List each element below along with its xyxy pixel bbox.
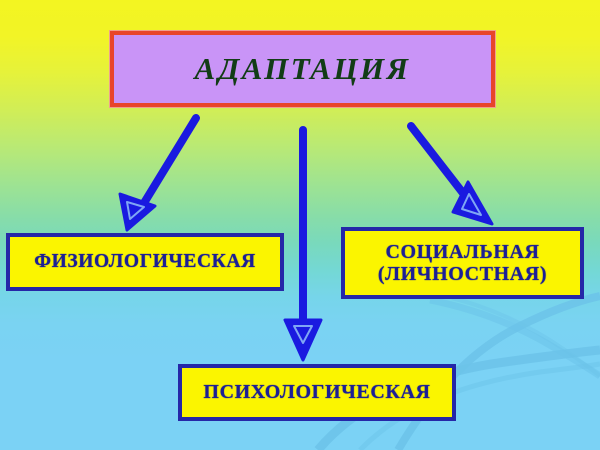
node-physiological[interactable]: ФИЗИОЛОГИЧЕСКАЯ <box>6 233 284 291</box>
node-psychological[interactable]: ПСИХОЛОГИЧЕСКАЯ <box>178 364 456 421</box>
node-physiological-label: ФИЗИОЛОГИЧЕСКАЯ <box>34 251 256 273</box>
arrow-down-icon <box>283 126 323 362</box>
node-adaptation-label: АДАПТАЦИЯ <box>194 51 411 86</box>
arrow-down-right-icon <box>407 122 494 226</box>
node-psychological-label: ПСИХОЛОГИЧЕСКАЯ <box>203 381 431 404</box>
node-social-label: СОЦИАЛЬНАЯ (ЛИЧНОСТНАЯ) <box>377 240 548 285</box>
node-adaptation[interactable]: АДАПТАЦИЯ <box>110 31 495 107</box>
node-social[interactable]: СОЦИАЛЬНАЯ (ЛИЧНОСТНАЯ) <box>341 227 584 299</box>
arrow-down-left-icon <box>118 114 200 232</box>
